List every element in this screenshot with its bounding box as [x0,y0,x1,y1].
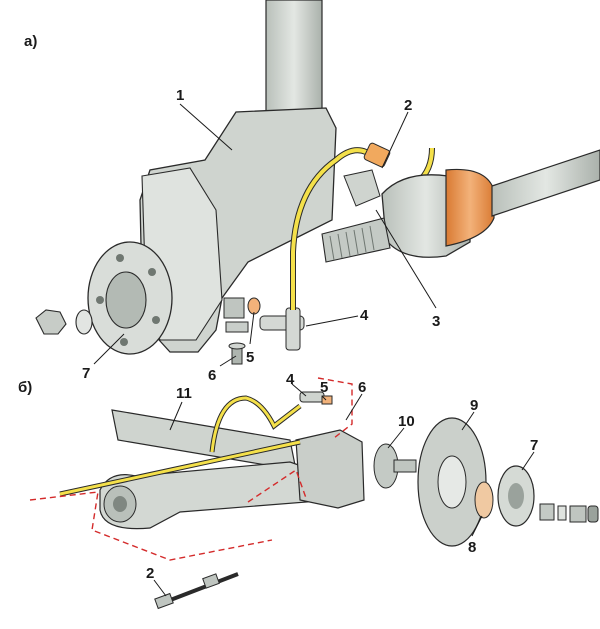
callout-7: 7 [82,365,90,382]
washer-8 [474,481,494,519]
drive-shaft [491,149,600,217]
brake-shield-9-inner [437,455,467,509]
top-assembly [35,0,600,365]
callout-7b: 7 [530,437,538,454]
callout-4: 4 [360,307,369,324]
callout-3: 3 [432,313,440,330]
hub-cap [587,505,599,523]
mount-boss [223,297,245,319]
sensor-cable-lower-fill [210,396,301,453]
arm-bushing-bore [113,496,127,512]
callout-9: 9 [470,397,478,414]
mount-bracket [225,321,249,333]
hub-stud-hole [96,296,104,304]
callout-5b: 5 [320,379,328,396]
bottom-leaders [153,383,535,597]
cable-tee-4-stem [285,307,301,351]
hub-bore [105,271,147,329]
cv-boot [445,168,495,247]
trailing-arm [99,461,333,530]
callout-2: 2 [404,97,412,114]
brake-cable-2 [159,572,239,606]
callout-10: 10 [398,413,415,430]
bolt-6 [231,347,243,365]
callout-8: 8 [468,539,476,556]
top-leaders [93,103,437,367]
callout-4b: 4 [286,371,295,388]
callout-6b: 6 [358,379,366,396]
brake-cable-2-end [202,573,220,589]
hub-stud-hole [120,338,128,346]
section-label-b: б) [18,379,32,396]
bolt-6-washer [228,342,246,350]
hub-nut [35,309,67,335]
hub-spacer [539,503,555,521]
callout-5: 5 [246,349,254,366]
hub-stud-hole [152,316,160,324]
brake-cable-fill [59,440,301,496]
sensor-bracket-3 [343,169,381,207]
strut-tube [265,0,323,113]
axle-stub-10-pin [393,459,417,473]
hub-7-bore [508,483,524,509]
section-label-a: а) [24,33,37,50]
hub-nut-b [569,505,587,523]
hub-stud-hole [116,254,124,262]
hub-washer-b [557,505,567,521]
red-dash-region [29,491,273,561]
bottom-assembly [29,377,599,610]
hub-stud-hole [148,268,156,276]
callout-2b: 2 [146,565,154,582]
washer-5 [247,297,261,315]
sensor-5 [321,395,333,405]
knuckle-plate [295,429,365,509]
red-dash-region [317,377,353,439]
sensor-cable-fill [291,148,383,310]
hub-washer [75,309,93,335]
callout-6: 6 [208,367,216,384]
spline-marks [329,225,375,261]
callout-11: 11 [176,385,192,402]
sensor-connector-2 [363,142,391,168]
brake-cable-2-end [154,592,174,610]
callout-1: 1 [176,87,184,104]
